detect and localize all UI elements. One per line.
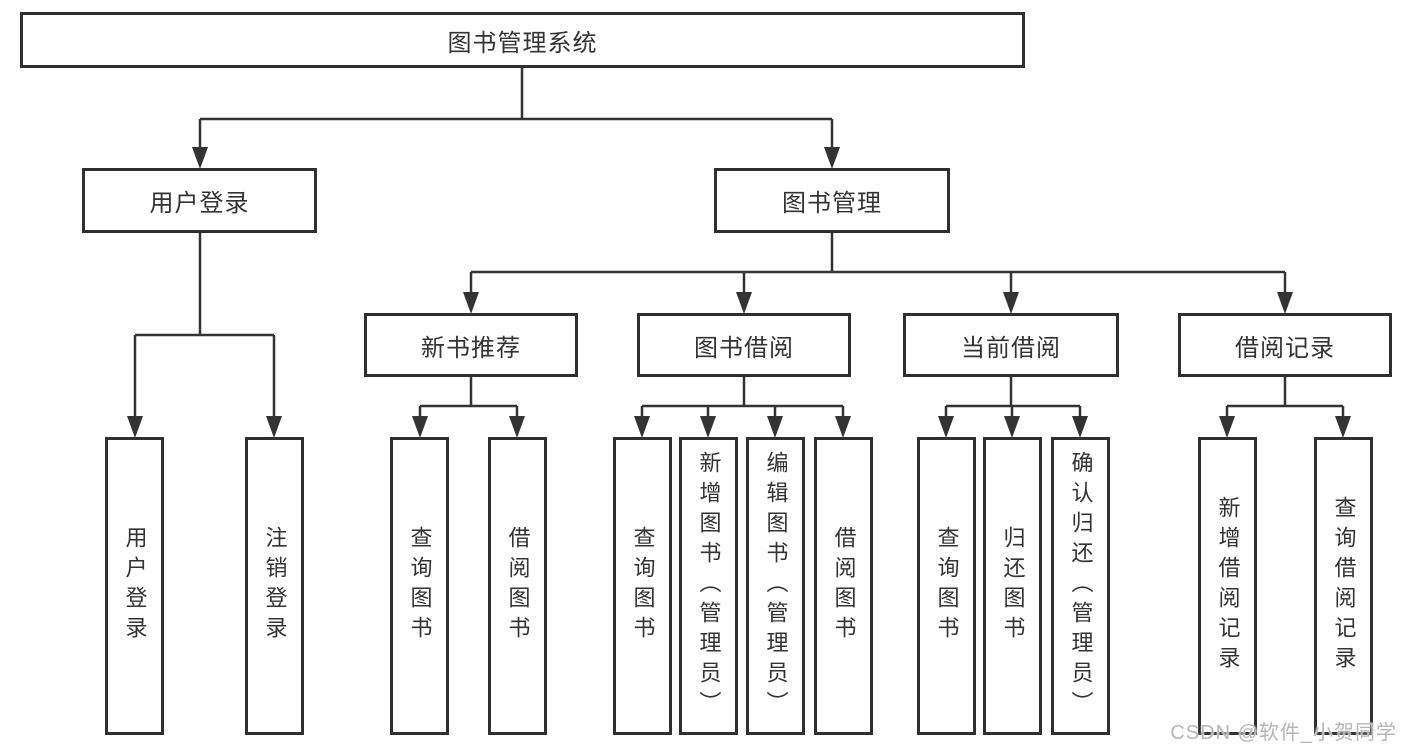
watermark: CSDN @软件_小贺同学 <box>1170 722 1397 744</box>
leaf-newrec-query-books: 查询图书 <box>390 437 449 735</box>
leaf-records-query-record-label: 查询借阅记录 <box>1331 496 1357 676</box>
leaf-current-return-books: 归还图书 <box>983 437 1042 735</box>
leaf-current-return-books-label: 归还图书 <box>1000 526 1026 646</box>
leaf-borrow-add-books-admin: 新增图书（管理员） <box>679 437 738 735</box>
node-new-book-recommend: 新书推荐 <box>364 313 578 377</box>
node-book-management-label: 图书管理 <box>782 190 882 217</box>
node-book-borrow-label: 图书借阅 <box>694 334 794 362</box>
leaf-borrow-query-books-label: 查询图书 <box>630 526 656 646</box>
node-new-book-recommend-label: 新书推荐 <box>421 334 521 362</box>
leaf-borrow-borrow-books-label: 借阅图书 <box>831 526 857 646</box>
leaf-records-query-record: 查询借阅记录 <box>1314 437 1373 735</box>
node-current-borrow: 当前借阅 <box>903 313 1119 377</box>
leaf-borrow-borrow-books: 借阅图书 <box>814 437 873 735</box>
leaf-logout: 注销登录 <box>245 437 304 735</box>
node-borrow-records-label: 借阅记录 <box>1235 334 1335 362</box>
node-book-management: 图书管理 <box>714 168 950 233</box>
leaf-borrow-query-books: 查询图书 <box>613 437 672 735</box>
node-root: 图书管理系统 <box>20 12 1025 68</box>
leaf-current-query-books-label: 查询图书 <box>934 526 960 646</box>
leaf-current-confirm-return-admin: 确认归还（管理员） <box>1051 437 1110 735</box>
leaf-logout-label: 注销登录 <box>262 526 288 646</box>
node-user-login-label: 用户登录 <box>149 190 250 217</box>
leaf-user-login-label: 用户登录 <box>122 526 148 646</box>
node-root-label: 图书管理系统 <box>447 29 598 57</box>
leaf-borrow-add-books-admin-label: 新增图书（管理员） <box>696 451 722 721</box>
leaf-borrow-edit-books-admin-label: 编辑图书（管理员） <box>763 451 789 721</box>
leaf-records-add-record: 新增借阅记录 <box>1198 437 1257 735</box>
leaf-current-confirm-return-admin-label: 确认归还（管理员） <box>1068 451 1094 721</box>
leaf-borrow-edit-books-admin: 编辑图书（管理员） <box>746 437 805 735</box>
leaf-newrec-query-books-label: 查询图书 <box>407 526 433 646</box>
leaf-records-add-record-label: 新增借阅记录 <box>1215 496 1241 676</box>
node-book-borrow: 图书借阅 <box>637 313 851 377</box>
node-user-login: 用户登录 <box>82 168 317 233</box>
node-current-borrow-label: 当前借阅 <box>961 334 1061 362</box>
leaf-newrec-borrow-books: 借阅图书 <box>488 437 547 735</box>
leaf-current-query-books: 查询图书 <box>917 437 976 735</box>
leaf-newrec-borrow-books-label: 借阅图书 <box>505 526 531 646</box>
node-borrow-records: 借阅记录 <box>1178 313 1392 377</box>
leaf-user-login: 用户登录 <box>105 437 164 735</box>
